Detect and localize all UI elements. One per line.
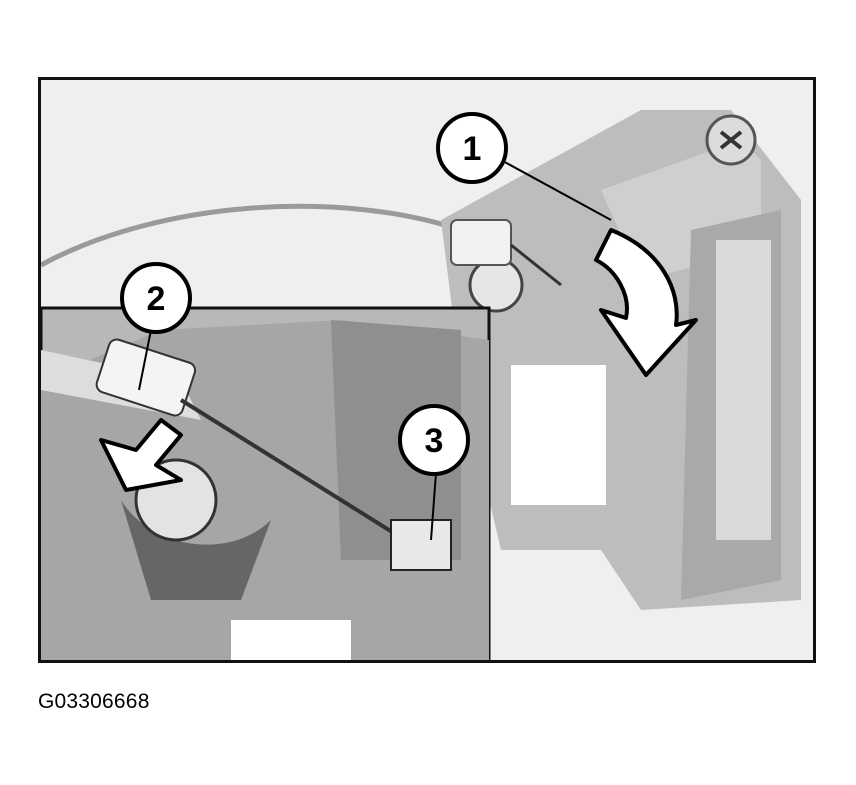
inset-detail bbox=[41, 306, 491, 660]
svg-text:1: 1 bbox=[463, 130, 482, 168]
rotate-arrow-icon bbox=[594, 228, 698, 377]
bracket-assembly bbox=[441, 110, 801, 610]
callout-1: 1 bbox=[436, 112, 612, 221]
svg-text:2: 2 bbox=[147, 280, 166, 318]
label-patch bbox=[511, 365, 606, 505]
figure-caption: G03306668 bbox=[38, 690, 150, 713]
pull-arrow-icon bbox=[99, 418, 183, 492]
figure-photo: 1 2 3 bbox=[38, 77, 816, 663]
svg-text:3: 3 bbox=[425, 422, 444, 460]
callout-3: 3 bbox=[398, 404, 470, 541]
photo-illustration: 1 2 3 bbox=[41, 80, 813, 660]
callout-2: 2 bbox=[120, 262, 192, 391]
